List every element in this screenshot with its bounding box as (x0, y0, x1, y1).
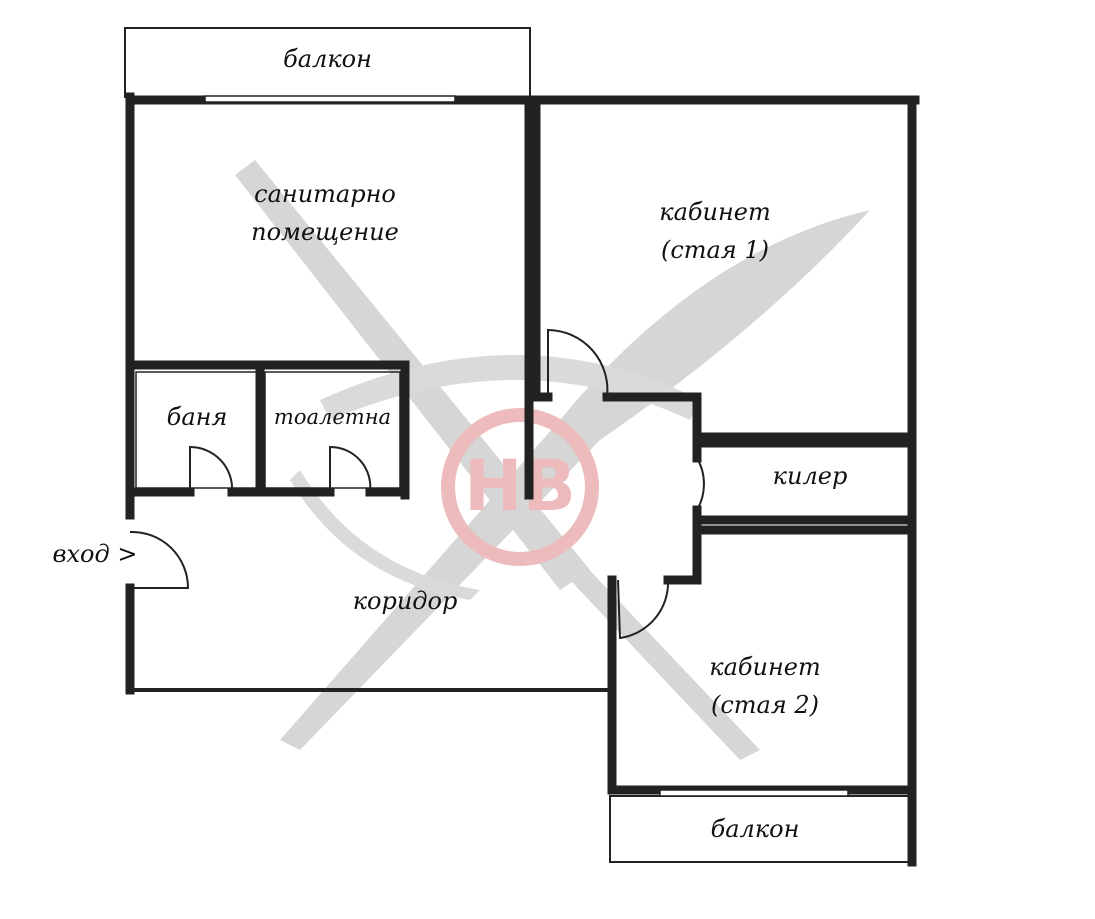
door-office1 (547, 328, 609, 398)
label-office1: кабинет (стая 1) (659, 198, 771, 264)
label-storage: килер (772, 462, 848, 490)
label-sanitary: санитарно помещение (251, 180, 399, 246)
window (204, 95, 456, 103)
label-bathroom: баня (166, 403, 228, 431)
door-toilet (329, 445, 372, 493)
label-toilet: тоалетна (273, 405, 392, 429)
label-corridor: коридор (352, 587, 458, 615)
window (659, 789, 849, 797)
door-storage (696, 457, 705, 511)
label-balcony-top: балкон (283, 45, 372, 73)
watermark-logo (441, 408, 599, 566)
label-entrance: вход > (52, 540, 138, 568)
door-bathroom (189, 445, 234, 493)
watermark-logo-letters: НВ (464, 445, 576, 527)
label-office2: кабинет (стая 2) (709, 653, 821, 719)
watermark-feather (280, 210, 870, 750)
walls (124, 27, 920, 867)
doors (129, 328, 705, 640)
door-entrance (129, 530, 190, 589)
label-balcony-bottom: балкон (710, 815, 800, 843)
door-office2 (617, 579, 670, 640)
